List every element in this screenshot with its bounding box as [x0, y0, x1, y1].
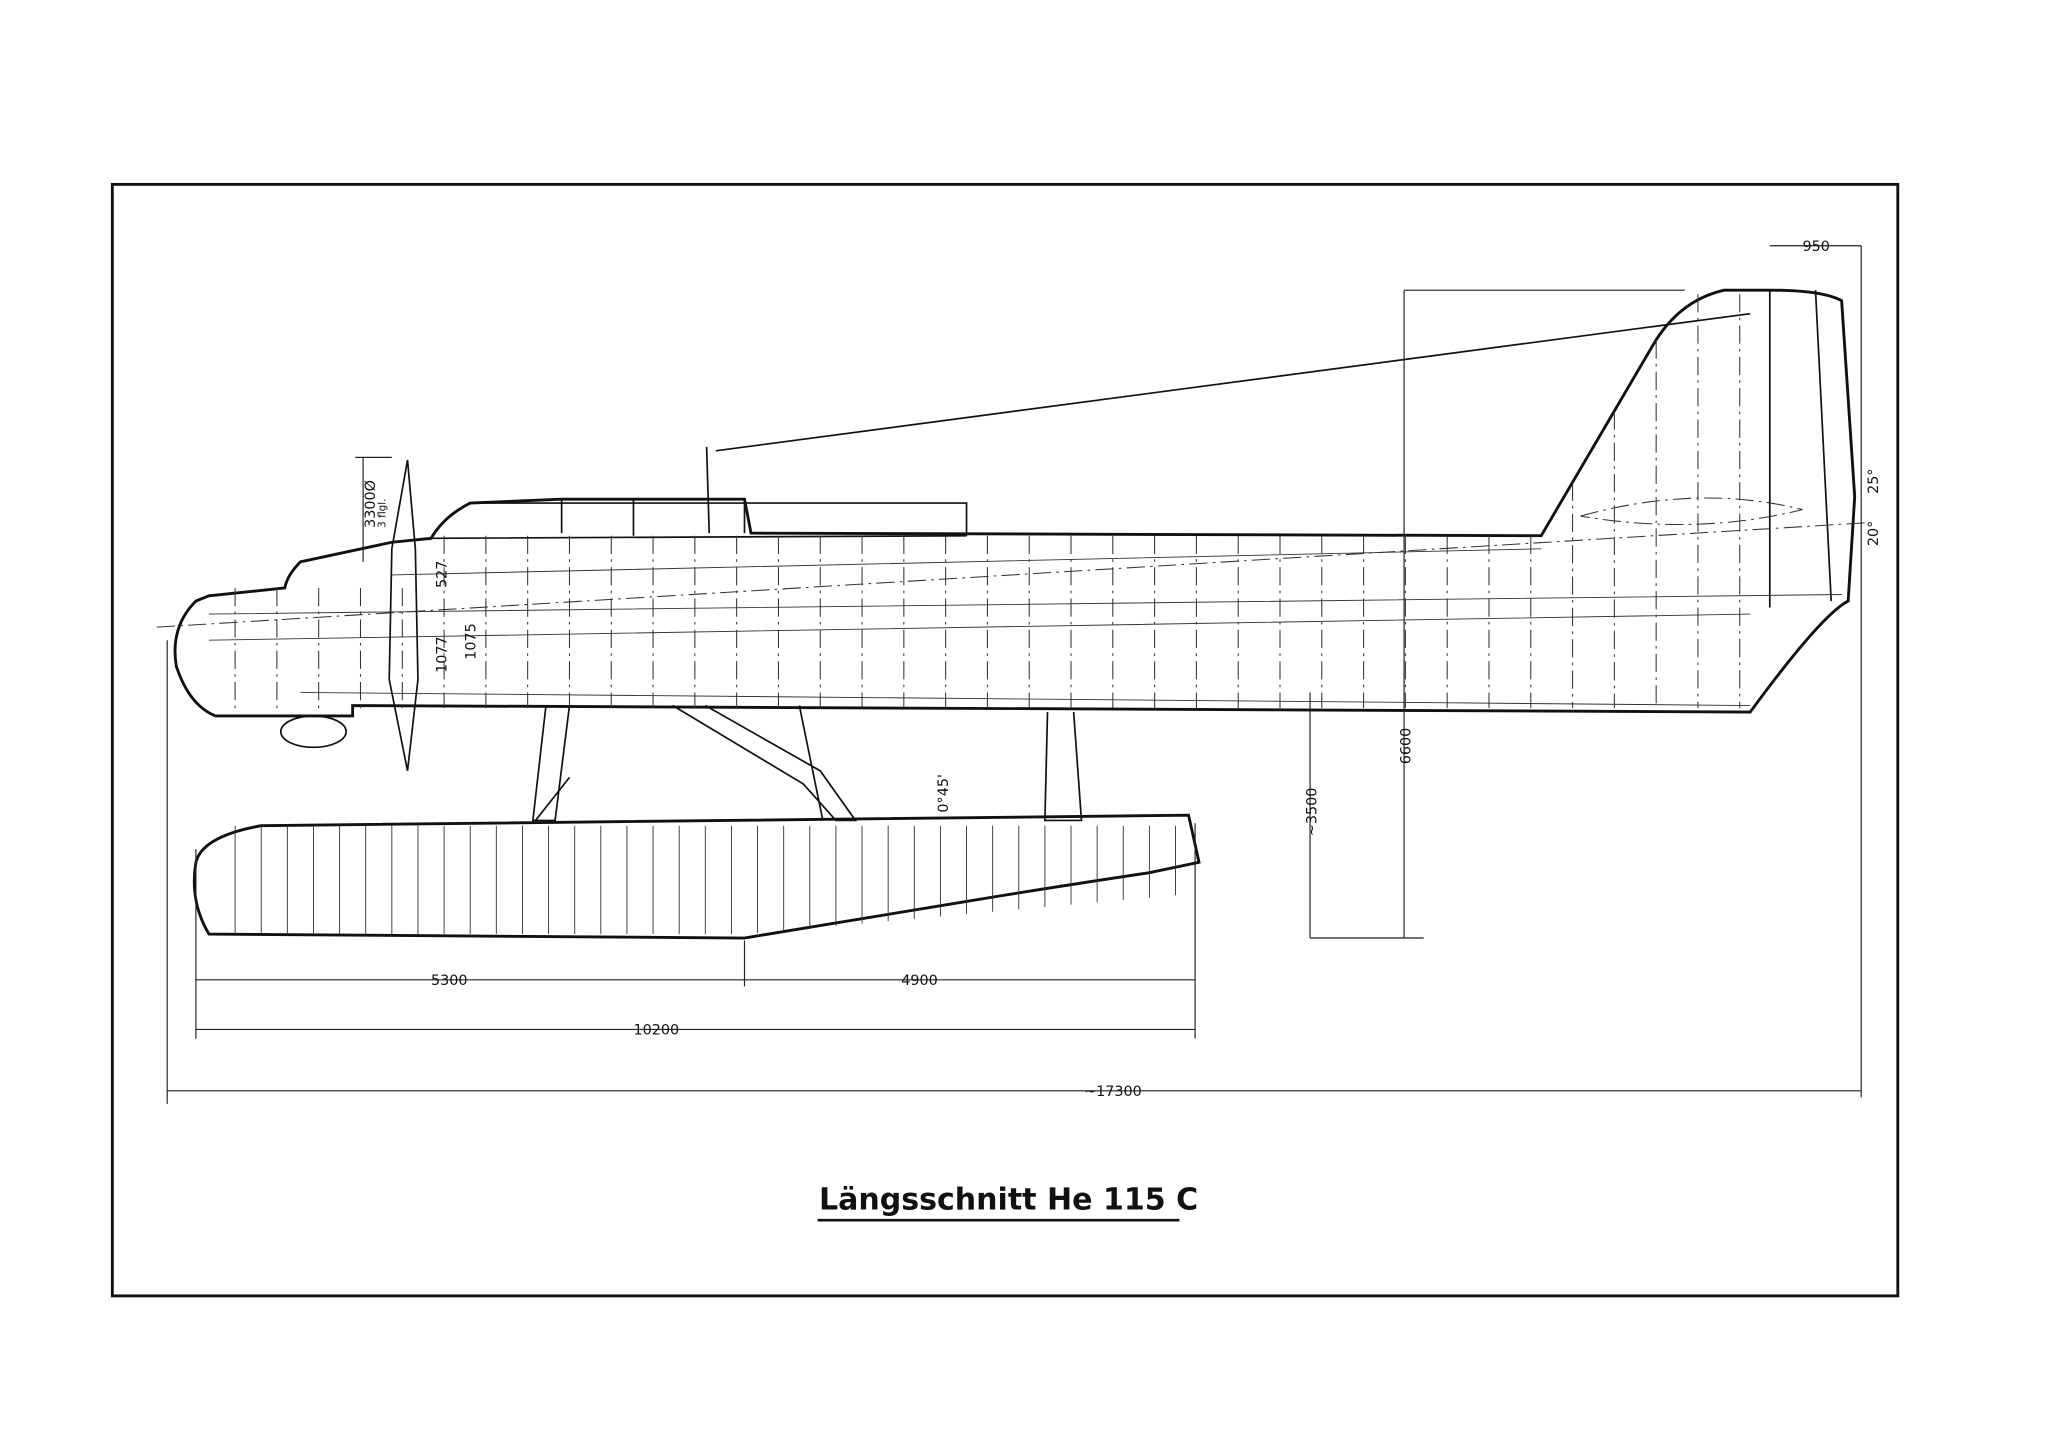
dimension-lines	[166, 245, 1862, 1104]
dim-float-front: 5300	[431, 973, 468, 989]
dim-angle-up: 25°	[1866, 468, 1882, 493]
dim-propeller: 3300Ø	[363, 480, 379, 528]
dim-1077: 1077	[435, 636, 451, 673]
drawing-frame	[110, 182, 1900, 1298]
dim-float-rear: 4900	[901, 973, 938, 989]
canopy-lines	[431, 290, 1833, 608]
dim-1075: 1075	[463, 623, 479, 660]
center-lines	[156, 497, 1868, 628]
propeller	[388, 459, 419, 771]
dim-total-length: ~17300	[1084, 1084, 1142, 1100]
fuselage-frames	[234, 294, 1741, 713]
fuselage-outline	[173, 288, 1857, 718]
dim-height-total: 6600	[1399, 728, 1415, 765]
dim-fin-width: 950	[1802, 239, 1829, 255]
dim-527: 527	[435, 561, 451, 588]
aircraft-drawing	[156, 288, 1868, 940]
dim-angle-down: 20°	[1866, 521, 1882, 546]
antenna-mast	[705, 312, 1751, 534]
dimension-labels: 3300Ø 3 flgl. 527 1077 1075 950 25° 20° …	[363, 239, 1882, 1100]
dim-float-angle: 0°45'	[936, 774, 952, 813]
float	[192, 813, 1201, 940]
stringers	[208, 548, 1842, 706]
float-struts	[531, 704, 1083, 822]
chin-radiator	[279, 715, 347, 749]
dim-height-float: ~3500	[1305, 788, 1321, 837]
dim-propeller-note: 3 flgl.	[376, 498, 388, 527]
drawing-title: Längsschnitt He 115 C	[819, 1183, 1198, 1218]
float-frames	[234, 825, 1176, 935]
dim-float-length: 10200	[633, 1023, 679, 1039]
